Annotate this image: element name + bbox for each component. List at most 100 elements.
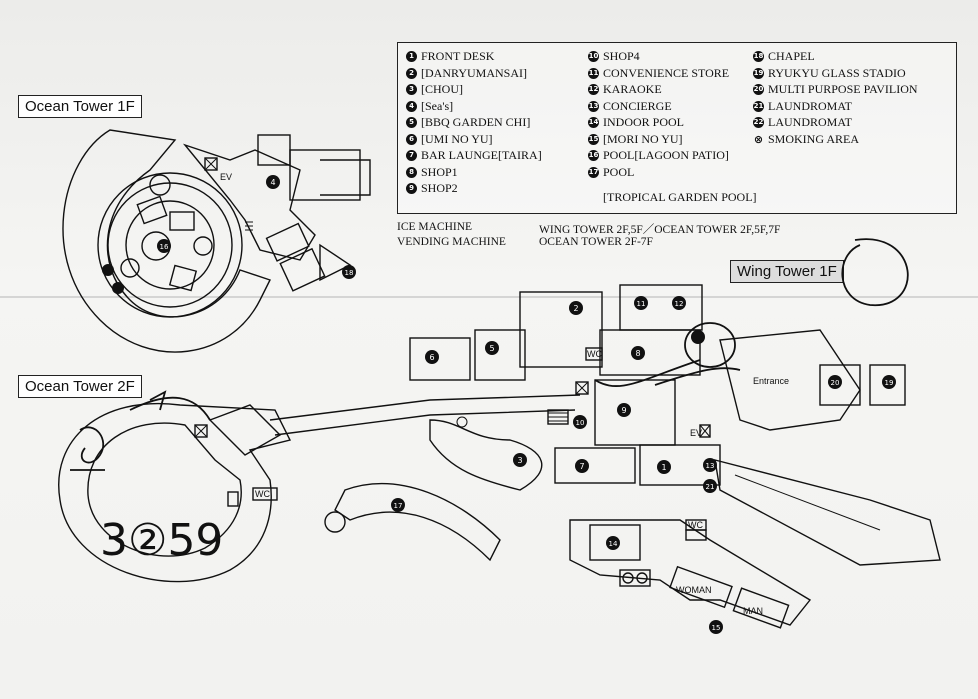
- ocean-tower-1f-label: Ocean Tower 1F: [18, 95, 142, 118]
- marker-10: 10: [573, 415, 587, 429]
- lower-building-plan: [569, 519, 812, 629]
- legend-item-tropical-garden-pool: [TROPICAL GARDEN POOL]: [603, 190, 757, 204]
- legend-number-icon: 2: [406, 67, 417, 79]
- wc-label: WC: [688, 520, 703, 530]
- woman-label: WOMAN: [676, 585, 712, 595]
- svg-text:10: 10: [576, 419, 585, 427]
- legend-label: [CHOU]: [421, 82, 463, 96]
- svg-text:1: 1: [661, 463, 666, 472]
- marker-2: 2: [569, 301, 583, 315]
- legend-label: LAUNDROMAT: [768, 98, 852, 113]
- legend-item: 4 [Sea's]: [406, 98, 454, 113]
- marker-21: [102, 264, 114, 276]
- legend-number-icon: 14: [588, 117, 599, 128]
- legend-number-icon: 4: [406, 100, 417, 112]
- legend-number-icon: 9: [406, 183, 417, 194]
- svg-text:7: 7: [579, 462, 584, 471]
- man-label: MAN: [743, 606, 763, 616]
- paper-fold: [0, 296, 978, 298]
- marker-20: 20: [828, 375, 842, 389]
- legend-number-icon: 17: [588, 166, 599, 178]
- marker-6: 6: [425, 350, 439, 364]
- legend-item: 5[BBQ GARDEN CHI]: [406, 116, 530, 129]
- legend-label: FRONT DESK: [421, 49, 495, 63]
- legend-label: INDOOR POOL: [603, 115, 684, 129]
- legend-item: 22 LAUNDROMAT: [753, 116, 852, 129]
- legend-label: SHOP2: [421, 181, 458, 195]
- marker-3: 3: [513, 453, 527, 467]
- svg-text:2: 2: [573, 304, 578, 313]
- legend-number-icon: 11: [588, 67, 599, 79]
- legend-label: RYUKYU GLASS STADIO: [768, 65, 906, 80]
- svg-text:EV: EV: [220, 172, 232, 182]
- legend-label: BAR LAUNGE[TAIRA]: [421, 148, 542, 162]
- legend-number-icon: 10: [588, 51, 599, 62]
- svg-text:8: 8: [635, 349, 640, 358]
- marker-15: 15: [709, 620, 723, 634]
- svg-text:21: 21: [706, 483, 715, 491]
- legend-label: LAUNDROMAT: [768, 115, 852, 129]
- corridor: [269, 394, 581, 436]
- marker-16: 16: [157, 239, 171, 253]
- legend-item: ⊗ SMOKING AREA: [753, 131, 860, 146]
- legend-item: 9 SHOP2: [406, 182, 458, 195]
- tropical-garden-pool: [334, 482, 501, 562]
- legend-number-icon: 5: [406, 117, 417, 128]
- legend-item: 7 BAR LAUNGE[TAIRA]: [406, 149, 542, 162]
- svg-text:15: 15: [712, 624, 721, 632]
- marker-12: 12: [672, 296, 686, 310]
- legend-label: POOL[LAGOON PATIO]: [603, 148, 729, 162]
- legend-number-icon: ⊗: [753, 132, 764, 146]
- central-building-plan: EV: [409, 284, 941, 566]
- handwritten-room-number: 3②59: [100, 515, 223, 566]
- marker-16b: [691, 330, 705, 344]
- ocean-tower-1f-plan: EV: [62, 129, 371, 353]
- marker-13: 13: [703, 458, 717, 472]
- ocean-tower-2f-label: Ocean Tower 2F: [18, 375, 142, 398]
- marker-7: 7: [575, 459, 589, 473]
- vending-machine-value: OCEAN TOWER 2F-7F: [539, 236, 653, 248]
- vending-machine-label: VENDING MACHINE: [397, 236, 506, 248]
- marker-14: 14: [606, 536, 620, 550]
- svg-text:12: 12: [675, 300, 684, 308]
- legend-label: SMOKING AREA: [768, 131, 860, 146]
- legend-number-icon: 7: [406, 150, 417, 161]
- legend-label: [DANRYUMANSAI]: [421, 65, 528, 80]
- legend-number-icon: 22: [753, 117, 764, 128]
- marker-11: 11: [634, 296, 648, 310]
- legend-label: [MORI NO YU]: [603, 131, 683, 146]
- legend-item: 16 POOL[LAGOON PATIO]: [588, 149, 729, 162]
- marker-9: 9: [617, 403, 631, 417]
- marker-18: 18: [342, 265, 356, 279]
- svg-text:14: 14: [609, 540, 618, 548]
- svg-text:20: 20: [831, 379, 840, 387]
- legend-item: 12 KARAOKE: [588, 83, 662, 96]
- legend-label: KARAOKE: [603, 82, 662, 96]
- legend-number-icon: 12: [588, 84, 599, 95]
- legend-number-icon: 13: [588, 100, 599, 112]
- wc-label: WC: [587, 349, 602, 359]
- svg-text:3: 3: [517, 456, 522, 465]
- legend-label: [Sea's]: [421, 98, 454, 113]
- legend-number-icon: 16: [588, 150, 599, 161]
- marker-8: 8: [631, 346, 645, 360]
- marker-19: 19: [882, 375, 896, 389]
- svg-text:5: 5: [489, 344, 494, 353]
- ice-machine-label: ICE MACHINE: [397, 221, 473, 233]
- marker-22: [112, 282, 124, 294]
- marker-17: 17: [391, 498, 405, 512]
- legend-number-icon: 3: [406, 84, 417, 95]
- handwritten-scribbles: [70, 238, 909, 471]
- marker-1: 1: [657, 460, 671, 474]
- legend-label: MULTI PURPOSE PAVILION: [768, 82, 918, 96]
- legend-item: 3 [CHOU]: [406, 83, 463, 96]
